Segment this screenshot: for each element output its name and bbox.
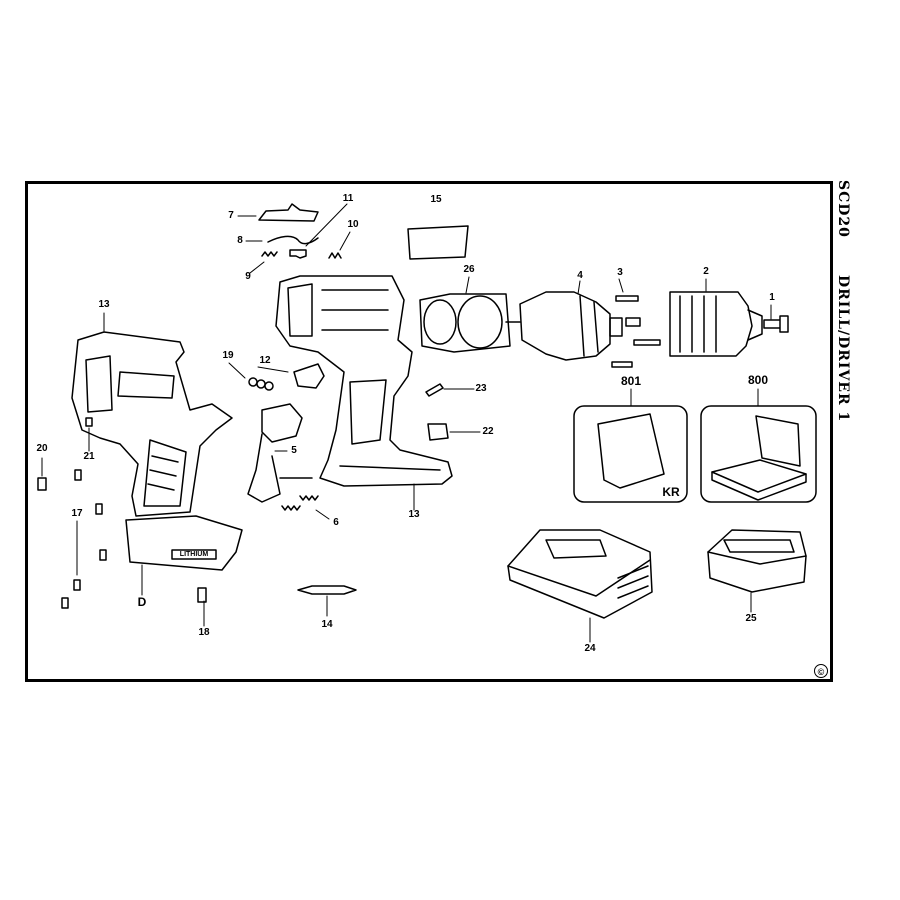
direction-lever	[293, 363, 325, 389]
chuck-screw	[763, 315, 789, 333]
kit-case	[711, 415, 807, 501]
kit-label-kr: KR	[662, 485, 680, 499]
part-label-d: D	[137, 595, 147, 609]
part-label-9: 9	[245, 271, 251, 282]
part-label-5: 5	[291, 445, 297, 456]
part-label-2: 2	[703, 266, 709, 277]
part-label-800: 800	[747, 373, 769, 387]
switch-cover	[258, 203, 319, 222]
clip	[289, 249, 307, 259]
trigger-switch	[247, 403, 313, 503]
keyless-chuck	[669, 291, 763, 357]
part-label-18: 18	[198, 627, 210, 638]
small-spring	[261, 251, 278, 257]
part-label-14: 14	[321, 619, 333, 630]
model-code: SCD20	[835, 180, 851, 238]
part-label-7: 7	[228, 210, 234, 221]
springs	[281, 495, 319, 511]
label-plate	[407, 225, 469, 260]
charger	[507, 529, 653, 619]
spring-wire	[267, 235, 319, 245]
chuck-screws	[611, 295, 661, 368]
part-label-22: 22	[482, 426, 494, 437]
block	[427, 423, 449, 441]
battery-brand-text: LITHIUM	[179, 551, 209, 558]
screwdriver-bit	[297, 585, 357, 595]
part-label-801: 801	[620, 374, 642, 388]
small-spring-b	[328, 252, 342, 259]
housing-left	[71, 331, 243, 571]
diagram-title: DRILL/DRIVER 1	[835, 275, 851, 423]
kit-bag-panel	[573, 405, 688, 503]
motor	[419, 293, 521, 353]
part-label-21: 21	[83, 451, 95, 462]
gearbox	[519, 291, 623, 361]
part-label-13-mid: 13	[408, 509, 420, 520]
kit-bag	[597, 413, 665, 489]
part-label-11: 11	[342, 193, 354, 204]
part-label-26: 26	[463, 264, 475, 275]
kit-case-panel	[700, 405, 817, 503]
part-label-12: 12	[259, 355, 271, 366]
part-label-10: 10	[347, 219, 359, 230]
copyright-mark: ©	[814, 664, 828, 678]
part-label-13-left: 13	[98, 299, 110, 310]
part-label-20: 20	[36, 443, 48, 454]
nuts	[248, 377, 274, 391]
part-label-24: 24	[584, 643, 596, 654]
housing-screws	[37, 417, 207, 609]
part-label-23: 23	[475, 383, 487, 394]
part-label-15: 15	[430, 194, 442, 205]
part-label-8: 8	[237, 235, 243, 246]
housing-right	[275, 275, 453, 487]
part-label-1: 1	[769, 292, 775, 303]
battery-pack	[707, 529, 807, 593]
part-label-17: 17	[71, 508, 83, 519]
leader-lines	[41, 203, 772, 643]
part-label-4: 4	[577, 270, 583, 281]
part-label-6: 6	[333, 517, 339, 528]
part-label-19: 19	[222, 350, 234, 361]
part-label-25: 25	[745, 613, 757, 624]
part-label-3: 3	[617, 267, 623, 278]
pin	[425, 383, 444, 397]
